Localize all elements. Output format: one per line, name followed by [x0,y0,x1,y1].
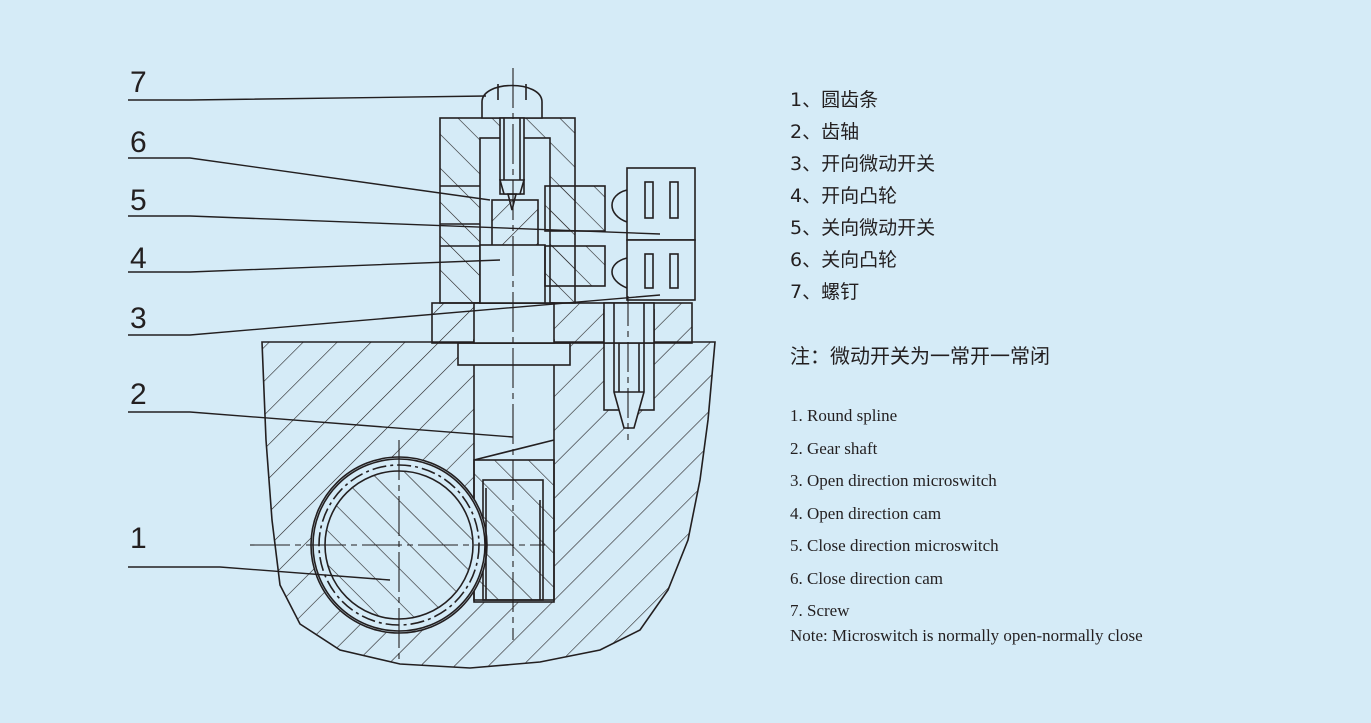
leader-4 [128,259,501,273]
microswitch-open [626,239,696,301]
microswitch-close [626,167,696,241]
legend-english: 1. Round spline 2. Gear shaft 3. Open di… [790,400,999,628]
legend-zh-item-2: 2、齿轴 [790,121,860,143]
leader-5 [128,215,661,235]
legend-zh-item-7: 7、螺钉 [790,281,860,303]
note-chinese: 注：微动开关为一常开一常闭 [790,344,1050,368]
callout-5: 5 [130,184,147,217]
legend-en-item-6: 6. Close direction cam [790,568,943,588]
callout-4: 4 [130,242,147,275]
legend-en-item-2: 2. Gear shaft [790,438,878,458]
legend-en-item-3: 3. Open direction microswitch [790,471,997,490]
screw-head [481,84,543,119]
shaft-collar [457,342,571,366]
cam-upper [544,185,606,232]
legend-en-item-1: 1. Round spline [790,406,898,425]
legend-en-item-5: 5. Close direction microswitch [790,536,999,555]
legend-chinese: 1、圆齿条 2、齿轴 3、开向微动开关 4、开向凸轮 5、关向微动开关 6、关向… [790,84,935,308]
leader-6 [128,157,491,201]
legend-en-item-7: 7. Screw [790,601,850,620]
callout-7: 7 [130,66,147,99]
cam-lower [544,245,606,287]
leader-2 [128,411,514,438]
callout-6: 6 [130,126,147,159]
callout-1: 1 [130,522,147,555]
note-english: Note: Microswitch is normally open-norma… [790,626,1143,645]
legend-zh-item-4: 4、开向凸轮 [790,185,898,207]
callout-3: 3 [130,302,147,335]
callout-2: 2 [130,378,147,411]
leader-7 [128,95,487,101]
legend-zh-item-3: 3、开向微动开关 [790,153,936,175]
legend-zh-item-1: 1、圆齿条 [790,89,879,111]
legend-en-item-4: 4. Open direction cam [790,503,942,523]
legend-zh-item-5: 5、关向微动开关 [790,217,936,239]
leader-1 [128,566,391,581]
legend-zh-item-6: 6、关向凸轮 [790,249,898,271]
leader-3 [128,294,661,336]
